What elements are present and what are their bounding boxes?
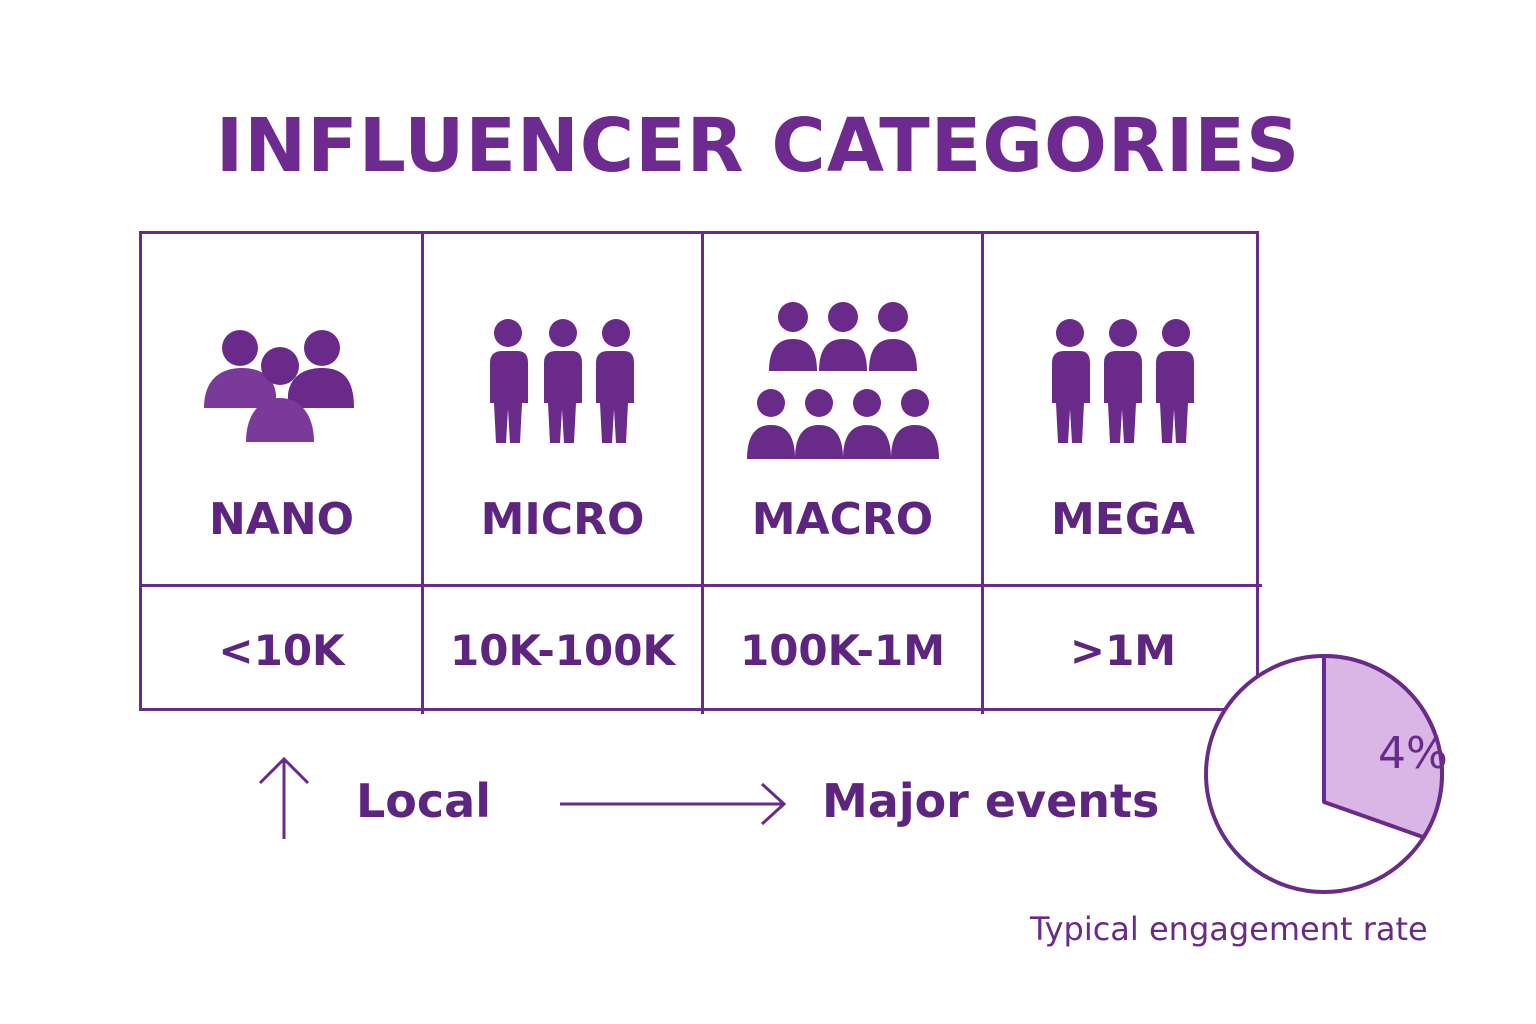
follower-range: <10K (218, 626, 345, 675)
range-cell-micro: 10K-100K (424, 587, 704, 714)
category-name: MEGA (1050, 494, 1195, 545)
up-arrow-icon (258, 756, 310, 839)
category-name: MACRO (751, 494, 934, 545)
category-name: MICRO (480, 494, 645, 545)
category-cell-macro: MACRO (704, 234, 984, 587)
range-cell-nano: <10K (142, 587, 424, 714)
categories-table: NANO MICRO (139, 231, 1262, 714)
follower-range: 100K-1M (739, 626, 946, 675)
three-standing-people-icon (424, 294, 701, 474)
category-name: NANO (208, 494, 355, 545)
engagement-slice (1322, 654, 1444, 840)
category-cell-micro: MICRO (424, 234, 704, 587)
engagement-caption: Typical engagement rate (1030, 910, 1428, 948)
scale-start-label: Local (356, 774, 491, 828)
category-cell-nano: NANO (142, 234, 424, 587)
three-standing-people-icon (984, 294, 1262, 474)
engagement-percent: 4% (1378, 728, 1448, 779)
right-arrow-icon (560, 782, 787, 826)
scale-end-label: Major events (822, 774, 1160, 828)
range-cell-macro: 100K-1M (704, 587, 984, 714)
crowd-icon (704, 294, 981, 474)
page-title: INFLUENCER CATEGORIES (215, 103, 1301, 189)
follower-range: >1M (1069, 626, 1177, 675)
follower-range: 10K-100K (450, 626, 675, 675)
engagement-pie: 4% (1204, 654, 1448, 894)
category-cell-mega: MEGA (984, 234, 1262, 587)
group-of-three-icon (142, 294, 421, 474)
range-cell-mega: >1M (984, 587, 1262, 714)
